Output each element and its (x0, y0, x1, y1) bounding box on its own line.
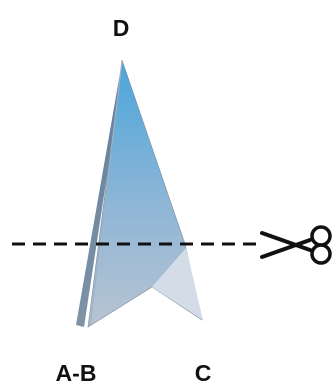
scissors-icon (260, 225, 332, 265)
vertex-label-a-b: A-B (56, 360, 97, 385)
paper-back-layer (76, 62, 122, 327)
vertex-label-d: D (113, 15, 130, 41)
paper-front-triangle (87, 59, 203, 328)
fold-crease (89, 61, 123, 326)
paper-flap (152, 248, 203, 320)
vertex-label-c: C (195, 360, 212, 385)
